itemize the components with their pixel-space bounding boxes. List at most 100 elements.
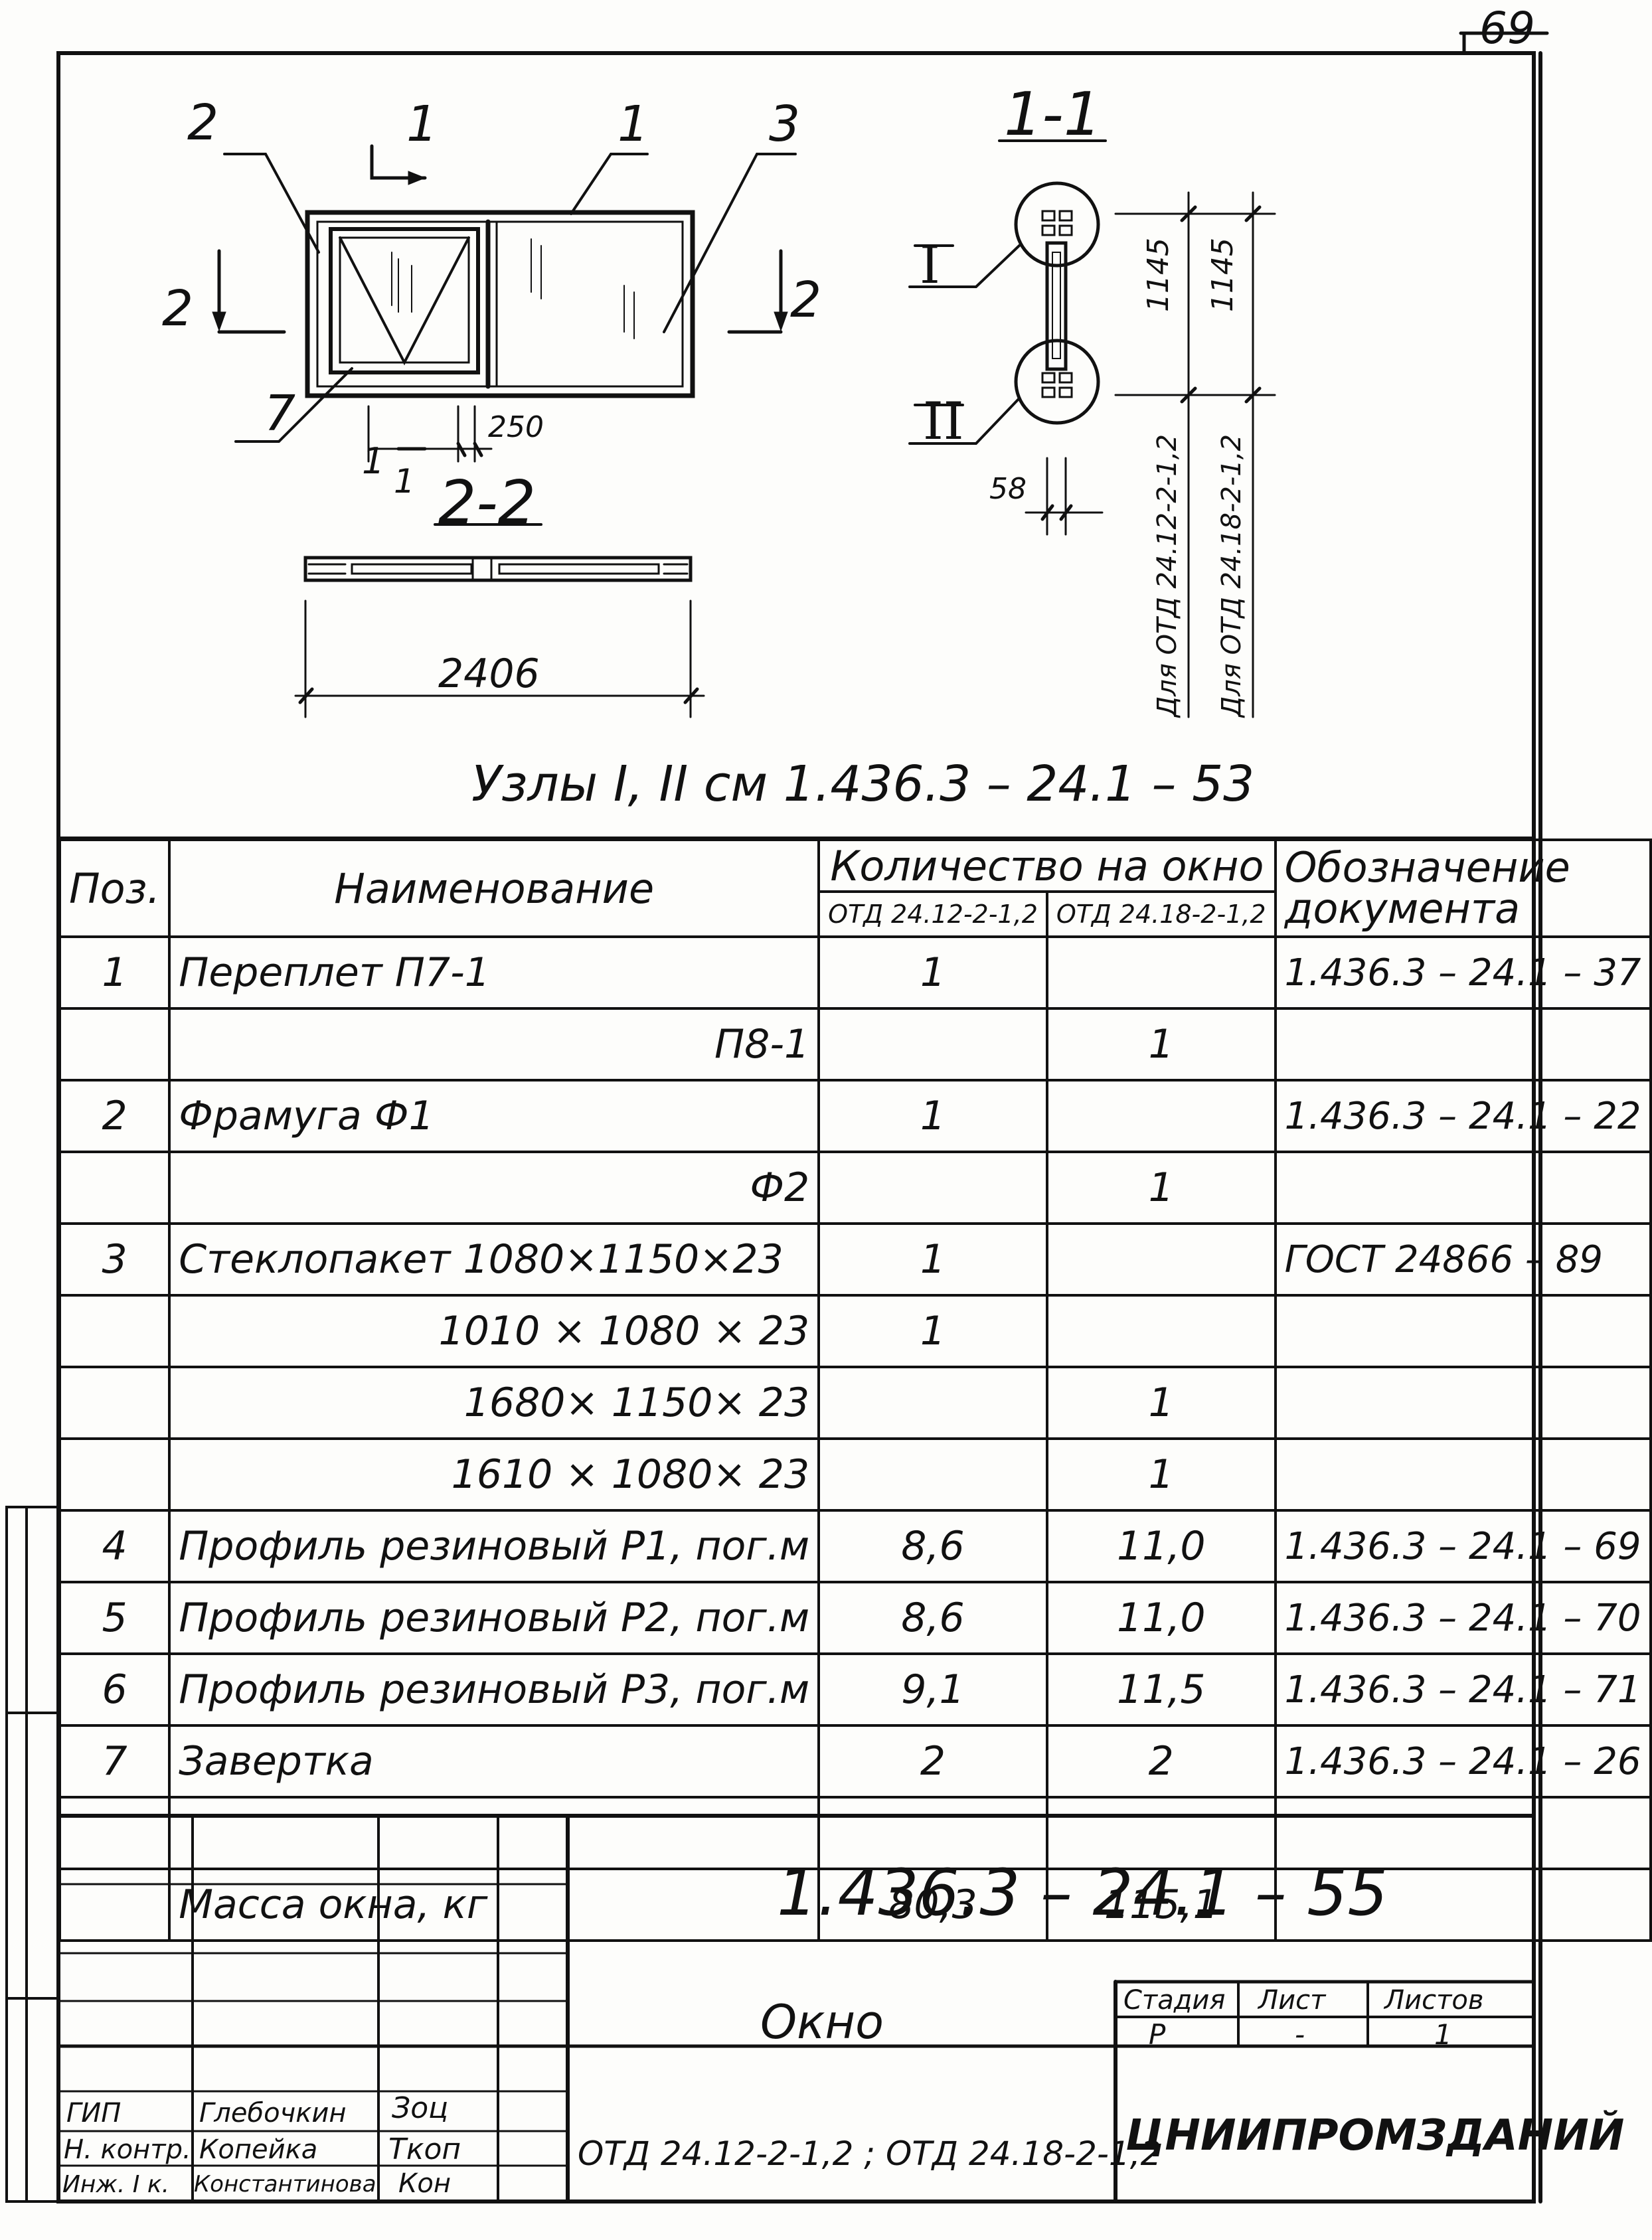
- window-elevation: [212, 144, 797, 463]
- row-name: Завертка: [168, 1724, 821, 1799]
- sheet-label: Лист: [1258, 1985, 1326, 2016]
- header-qty-b: ОТД 24.18-2-1,2: [1045, 890, 1277, 938]
- row-document: [1274, 1007, 1652, 1081]
- staff-role-norm: Н. контр.: [64, 2134, 191, 2165]
- header-doc: Обозначение документа: [1274, 839, 1652, 938]
- row-position: [58, 1007, 171, 1081]
- cut-2-left: 2: [162, 280, 194, 337]
- row-position: 7: [58, 1724, 171, 1799]
- dim-1145-a: 1145: [1141, 238, 1175, 312]
- row-name: Профиль резиновый Р2, пог.м: [168, 1581, 821, 1655]
- row-position: [58, 1366, 171, 1440]
- table-row: [58, 1796, 1652, 1870]
- row-qty-a: [817, 1007, 1048, 1081]
- row-qty-a: 1: [817, 1294, 1048, 1368]
- header-name: Наименование: [168, 839, 821, 938]
- node-II-label: II: [923, 392, 964, 451]
- header-qty-a: ОТД 24.12-2-1,2: [817, 890, 1048, 938]
- callout-7: 7: [264, 385, 296, 442]
- staff-role-gip: ГИП: [66, 2098, 122, 2128]
- cut-1-bottom: 1: [362, 440, 385, 482]
- row-qty-a: [817, 1437, 1048, 1512]
- row-name: Масса окна, кг: [168, 1868, 821, 1942]
- row-qty-b: 1: [1045, 1366, 1277, 1440]
- row-document: 1.436.3 – 24.1 – 70: [1274, 1581, 1652, 1655]
- row-qty-b: 11,0: [1045, 1581, 1277, 1655]
- row-position: 1: [58, 935, 171, 1010]
- section-2-2: [294, 523, 705, 718]
- sheet-number: 69: [1479, 3, 1535, 54]
- row-qty-a: 8,6: [817, 1581, 1048, 1655]
- organization: ЦНИИПРОМЗДАНИЙ: [1125, 2111, 1625, 2160]
- node-I-label: I: [920, 236, 940, 295]
- row-qty-a: 8,6: [817, 1509, 1048, 1583]
- row-qty-b: 1: [1045, 1151, 1277, 1225]
- row-document: [1274, 1437, 1652, 1512]
- header-qty: Количество на окно: [817, 839, 1277, 893]
- row-name: Профиль резиновый Р1, пог.м: [168, 1509, 821, 1583]
- row-qty-a: 1: [817, 1222, 1048, 1297]
- row-qty-b: [1045, 1796, 1277, 1870]
- row-document: [1274, 1294, 1652, 1368]
- row-qty-a: 9,1: [817, 1652, 1048, 1727]
- row-qty-b: [1045, 1294, 1277, 1368]
- staff-signature-norm: Ткоп: [388, 2132, 461, 2166]
- row-qty-b: 2: [1045, 1724, 1277, 1799]
- row-name: Ф2: [168, 1151, 821, 1225]
- sheets-label: Листов: [1384, 1985, 1484, 2016]
- row-qty-b: 11,0: [1045, 1509, 1277, 1583]
- row-qty-b: [1045, 1222, 1277, 1297]
- table-row: Ф2 1: [58, 1151, 1652, 1225]
- row-position: [58, 1796, 171, 1870]
- callout-1: 1: [618, 96, 649, 153]
- dim-1145-b: 1145: [1206, 238, 1240, 312]
- row-document: 1.436.3 – 24.1 – 26: [1274, 1724, 1652, 1799]
- item-name: Окно: [760, 1995, 884, 2049]
- row-position: [58, 1868, 171, 1942]
- staff-name-gip: Глебочкин: [199, 2098, 347, 2128]
- sheets-value: 1: [1434, 2018, 1452, 2051]
- row-document: ГОСТ 24866 – 89: [1274, 1222, 1652, 1297]
- vertical-label-a: Для ОТД 24.12-2-1,2: [1152, 434, 1183, 717]
- row-qty-b: 11,5: [1045, 1652, 1277, 1727]
- row-qty-b: 115,1: [1045, 1868, 1277, 1942]
- row-position: [58, 1437, 171, 1512]
- row-qty-a: [817, 1366, 1048, 1440]
- row-name: 1680× 1150× 23: [168, 1366, 821, 1440]
- row-document: 1.436.3 – 24.1 – 22: [1274, 1079, 1652, 1153]
- staff-name-eng: Константинова: [194, 2171, 376, 2198]
- callout-1-small: 1: [394, 462, 415, 501]
- row-name: Переплет П7-1: [168, 935, 821, 1010]
- row-qty-a: 1: [817, 1079, 1048, 1153]
- section-2-2-title: 2-2: [438, 468, 536, 538]
- row-position: 3: [58, 1222, 171, 1297]
- specification-table: Поз. Наименование Количество на окно Обо…: [58, 839, 1652, 1942]
- row-document: [1274, 1796, 1652, 1870]
- row-name: 1610 × 1080× 23: [168, 1437, 821, 1512]
- row-position: 5: [58, 1581, 171, 1655]
- row-name: Стеклопакет 1080×1150×23: [168, 1222, 821, 1297]
- row-position: [58, 1151, 171, 1225]
- row-name: Профиль резиновый Р3, пог.м: [168, 1652, 821, 1727]
- row-qty-b: [1045, 1079, 1277, 1153]
- callout-cut-1: 1: [406, 96, 438, 153]
- row-position: 2: [58, 1079, 171, 1153]
- section-1-1: [908, 139, 1276, 718]
- sheet-value: -: [1295, 2018, 1305, 2051]
- row-document: [1274, 1151, 1652, 1225]
- cut-2-right: 2: [790, 272, 822, 329]
- row-qty-a: [817, 1796, 1048, 1870]
- row-name: П8-1: [168, 1007, 821, 1081]
- row-name: [168, 1796, 821, 1870]
- item-variants: ОТД 24.12-2-1,2 ; ОТД 24.18-2-1,2: [578, 2134, 1162, 2173]
- nodes-reference: Узлы I, II см 1.436.3 – 24.1 – 53: [471, 756, 1255, 813]
